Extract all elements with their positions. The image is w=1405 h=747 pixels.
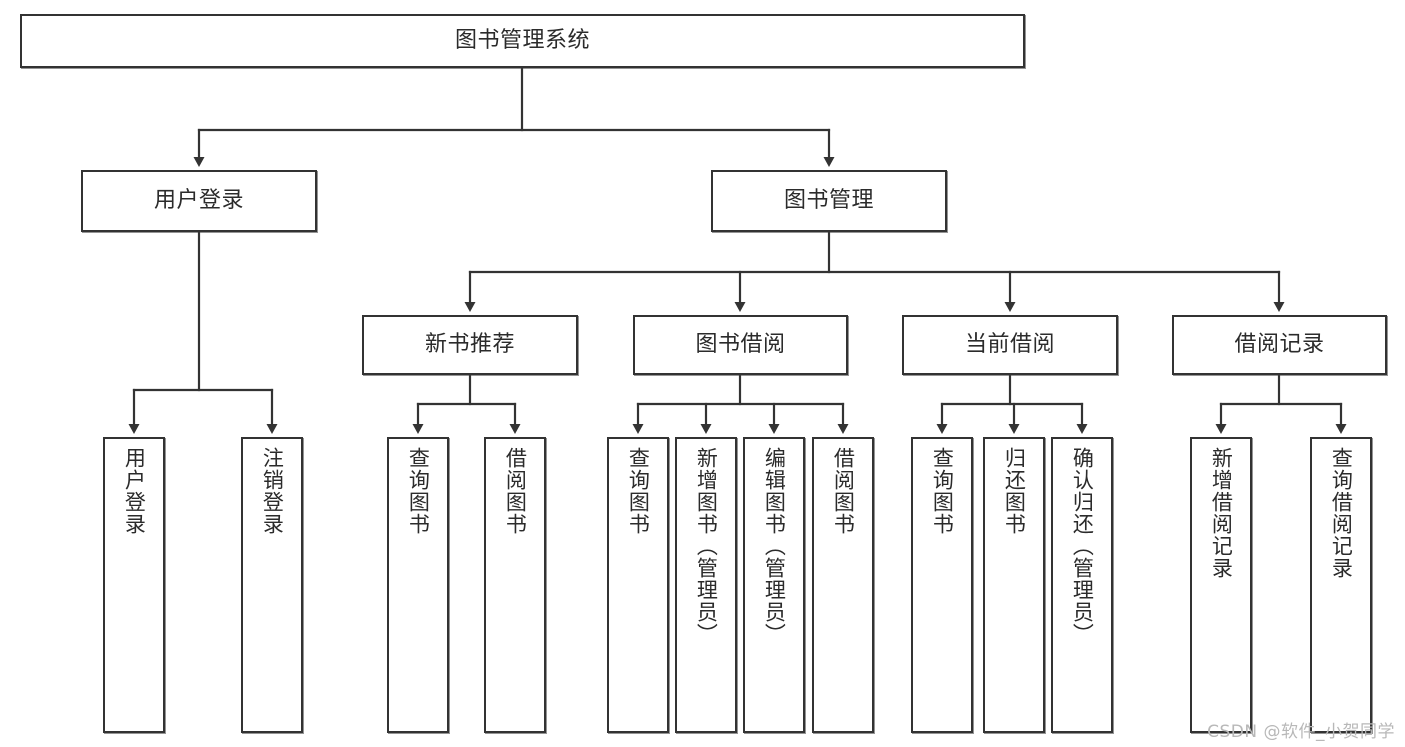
node-leaf-user-login-label: 用户登录 xyxy=(122,447,147,535)
node-leaf-borrow-do-label: 借阅图书 xyxy=(831,447,856,535)
node-root-label: 图书管理系统 xyxy=(454,28,590,54)
node-leaf-user-logout[interactable]: 注销登录 xyxy=(241,437,303,733)
node-user-login-label: 用户登录 xyxy=(153,188,244,214)
node-new-book-rec-label: 新书推荐 xyxy=(424,332,515,358)
node-leaf-cur-return[interactable]: 归还图书 xyxy=(983,437,1045,733)
node-leaf-rec-search[interactable]: 查询借阅记录 xyxy=(1310,437,1372,733)
node-leaf-cur-query-label: 查询图书 xyxy=(930,447,955,535)
node-leaf-rec-add-label: 新增借阅记录 xyxy=(1209,447,1234,579)
node-leaf-rec-query-label: 查询图书 xyxy=(406,447,431,535)
node-leaf-borrow-add[interactable]: 新增图书（管理员） xyxy=(675,437,737,733)
node-leaf-rec-query[interactable]: 查询图书 xyxy=(387,437,449,733)
node-book-manage-label: 图书管理 xyxy=(783,188,874,214)
node-book-borrow-label: 图书借阅 xyxy=(695,332,786,358)
node-leaf-user-logout-label: 注销登录 xyxy=(260,447,285,535)
node-leaf-user-login[interactable]: 用户登录 xyxy=(103,437,165,733)
node-book-borrow[interactable]: 图书借阅 xyxy=(633,315,848,375)
node-new-book-rec[interactable]: 新书推荐 xyxy=(362,315,578,375)
node-leaf-rec-borrow[interactable]: 借阅图书 xyxy=(484,437,546,733)
node-leaf-cur-confirm-label: 确认归还（管理员） xyxy=(1070,447,1095,645)
node-root[interactable]: 图书管理系统 xyxy=(20,14,1025,68)
csdn-watermark: CSDN @软件_小贺同学 xyxy=(1207,722,1395,742)
node-book-manage[interactable]: 图书管理 xyxy=(711,170,947,232)
node-leaf-borrow-do[interactable]: 借阅图书 xyxy=(812,437,874,733)
node-leaf-rec-add[interactable]: 新增借阅记录 xyxy=(1190,437,1252,733)
node-leaf-borrow-edit-label: 编辑图书（管理员） xyxy=(762,447,787,645)
node-borrow-record-label: 借阅记录 xyxy=(1234,332,1325,358)
node-leaf-cur-return-label: 归还图书 xyxy=(1002,447,1027,535)
node-leaf-cur-query[interactable]: 查询图书 xyxy=(911,437,973,733)
node-leaf-cur-confirm[interactable]: 确认归还（管理员） xyxy=(1051,437,1113,733)
node-leaf-borrow-add-label: 新增图书（管理员） xyxy=(694,447,719,645)
node-current-borrow[interactable]: 当前借阅 xyxy=(902,315,1118,375)
node-borrow-record[interactable]: 借阅记录 xyxy=(1172,315,1387,375)
node-user-login[interactable]: 用户登录 xyxy=(81,170,317,232)
node-leaf-borrow-query-label: 查询图书 xyxy=(626,447,651,535)
node-current-borrow-label: 当前借阅 xyxy=(964,332,1055,358)
node-leaf-rec-borrow-label: 借阅图书 xyxy=(503,447,528,535)
node-leaf-borrow-edit[interactable]: 编辑图书（管理员） xyxy=(743,437,805,733)
node-leaf-borrow-query[interactable]: 查询图书 xyxy=(607,437,669,733)
node-leaf-rec-search-label: 查询借阅记录 xyxy=(1329,447,1354,579)
